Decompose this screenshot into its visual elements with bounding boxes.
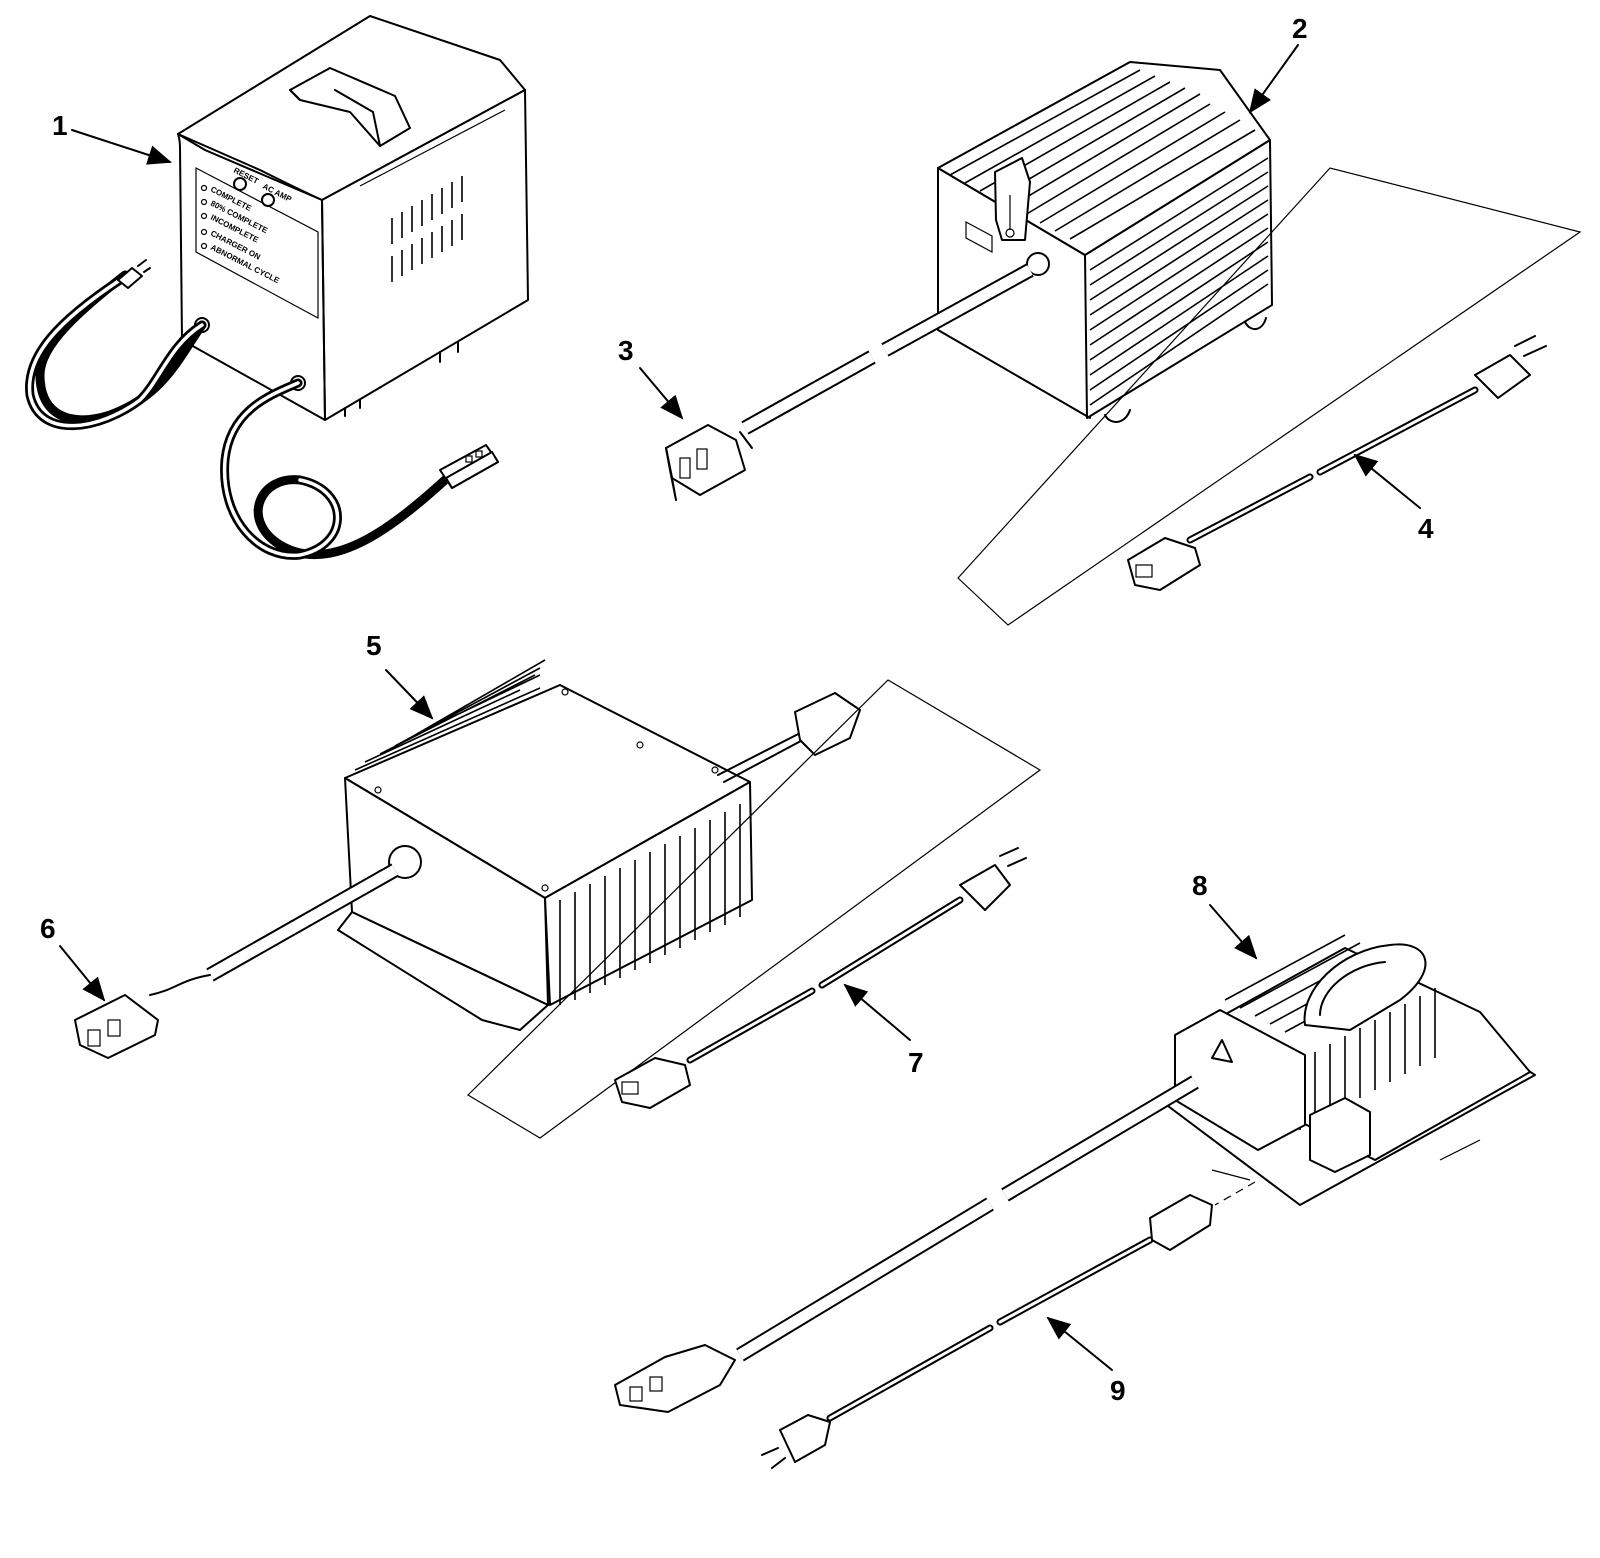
dc-cable-5 [206,863,399,982]
ac-lead-5 [717,692,861,783]
carry-handle-8 [1303,943,1427,1031]
charger-unit-5 [74,659,1042,1139]
carry-handle [289,67,411,147]
dc-connector-8 [614,1344,736,1413]
mounting-bracket-2 [994,157,1031,241]
callout-8: 8 [1192,870,1208,901]
heat-sink-fins-5 [354,659,741,1005]
callouts: 1 2 3 4 5 6 7 8 9 [40,13,1434,1406]
iec-connector-4 [1127,537,1201,591]
cord-zone-4 [957,167,1582,626]
ac-cord-1 [25,259,207,431]
ac-cord-9 [761,1181,1256,1469]
ac-plug-9 [761,1414,831,1469]
charger-unit-1: COMPLETE 80% COMPLETE INCOMPLETE CHARGER… [25,15,529,560]
indicator-lights [200,184,208,250]
ac-cord-7 [614,847,1027,1109]
dc-connector-6 [74,974,211,1059]
ac-cord-4 [1127,335,1547,591]
callout-3: 3 [618,335,634,366]
ac-plug-7 [959,847,1027,911]
callout-9: 9 [1110,1375,1126,1406]
dc-cable-2 [741,263,1034,435]
dc-connector-1 [439,444,499,489]
dc-cable-8 [736,1075,1199,1362]
callout-7: 7 [908,1047,924,1078]
iec-connector-7 [614,1057,691,1109]
warning-triangle-icon [1211,1039,1233,1063]
callout-1: 1 [52,110,68,141]
charger-unit-8 [614,934,1536,1469]
callout-6: 6 [40,913,56,944]
dc-connector-3 [665,424,753,501]
heat-sink-fins-8 [1224,934,1436,1130]
dc-cable-1 [220,378,499,560]
heat-sink-fins-2 [949,69,1269,406]
cord-zone-7 [467,679,1042,1139]
callout-2: 2 [1292,13,1308,44]
ac-plug-1 [117,259,151,289]
callout-5: 5 [366,630,382,661]
charger-unit-2 [665,61,1582,626]
iec-connector-9 [1149,1194,1213,1251]
ac-plug-4 [1474,335,1547,399]
side-vents [391,176,463,282]
callout-4: 4 [1418,513,1434,544]
